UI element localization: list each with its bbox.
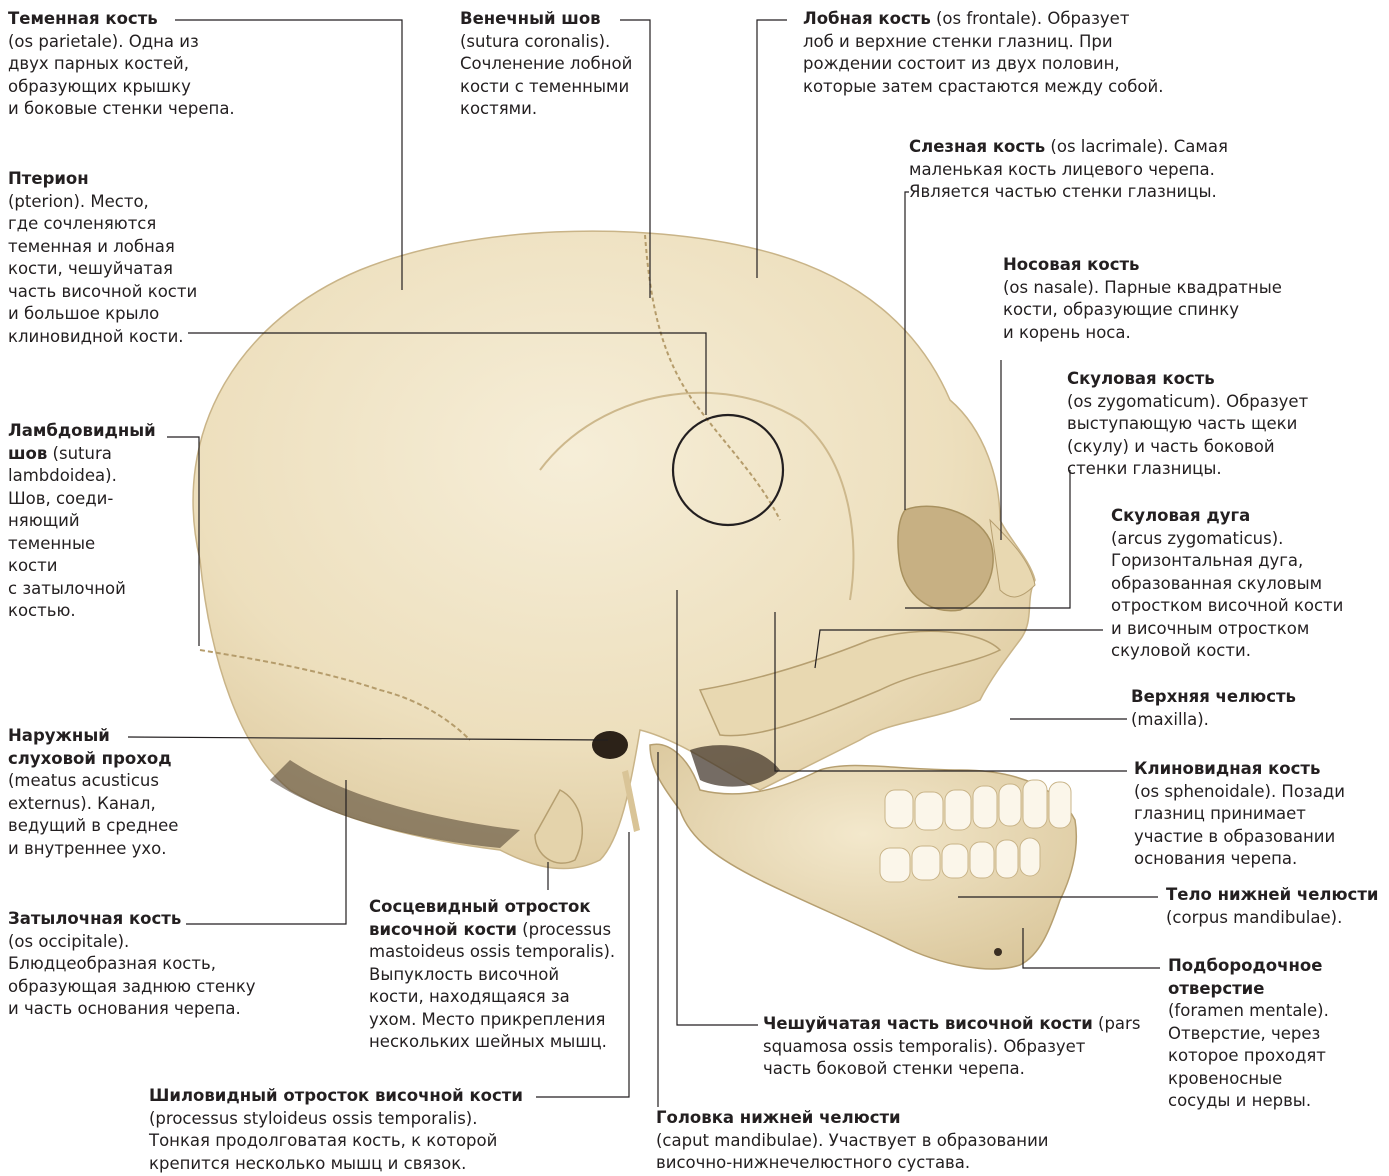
label-occipital: Затылочная кость (os occipitale). Блюдце… [8,908,256,1021]
label-mastoid: Сосцевидный отросток височной кости (pro… [369,896,615,1054]
mental-foramen-shape [994,948,1002,956]
label-pterion: Птерион (pterion). Место, где сочленяютс… [8,168,197,348]
label-lambdoid: Ламбдовидный шов (sutura lambdoidea). Шо… [8,420,156,623]
label-condyle: Головка нижней челюсти (caput mandibulae… [656,1107,1049,1175]
label-squamous: Чешуйчатая часть височной кости (pars sq… [763,1013,1140,1081]
label-external-meatus: Наружный слуховой проход (meatus acustic… [8,725,178,860]
label-mental-foramen: Подбородочное отверстие (foramen mentale… [1168,955,1329,1113]
label-sphenoid: Клиновидная кость (os sphenoidale). Поза… [1134,758,1345,871]
label-nasal: Носовая кость (os nasale). Парные квадра… [1003,254,1282,344]
label-zygomatic: Скуловая кость (os zygomaticum). Образуе… [1067,368,1308,481]
ear-canal-shape [592,731,628,759]
label-parietal: Теменная кость (os parietale). Одна из д… [8,8,235,121]
label-zygomatic-arch: Скуловая дуга (arcus zygomaticus). Гориз… [1111,505,1343,663]
label-lacrimal: Слезная кость (os lacrimale). Самая мале… [909,136,1228,204]
label-maxilla: Верхняя челюсть (maxilla). [1131,686,1296,731]
label-mandible-body: Тело нижней челюсти (corpus mandibulae). [1166,884,1378,929]
leader-lambdoid [167,437,199,646]
label-styloid: Шиловидный отросток височной кости (proc… [149,1085,523,1175]
label-frontal: Лобная кость (os frontale). Образует лоб… [803,8,1164,98]
label-coronal-suture: Венечный шов (sutura coronalis). Сочлене… [460,8,632,121]
leader-frontal [757,20,787,278]
